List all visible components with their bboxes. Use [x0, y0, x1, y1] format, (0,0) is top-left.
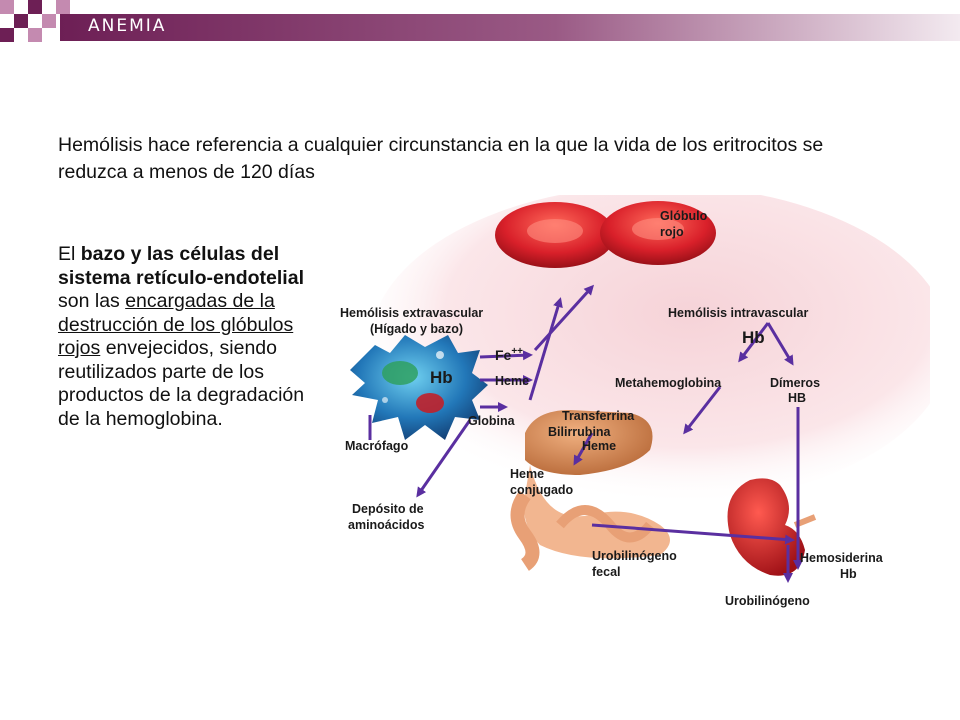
- arrow: [766, 322, 794, 366]
- label-transferrina: Transferrina: [562, 409, 635, 423]
- label-fe-text: Fe: [495, 347, 512, 363]
- label-higado-bazo: (Hígado y bazo): [370, 322, 463, 336]
- label-heme-conjugado: conjugado: [510, 483, 574, 497]
- macrophage-icon: [350, 335, 488, 440]
- red-blood-cell-icon: [495, 201, 716, 268]
- arrow: [479, 350, 533, 361]
- label-hemosiderina: Hemosiderina: [800, 551, 884, 565]
- label-globulo-rojo: Glóbulo: [660, 209, 708, 223]
- label-hemolisis-intravascular: Hemólisis intravascular: [668, 306, 808, 320]
- label-globina: Globina: [468, 414, 516, 428]
- body-paragraph: El bazo y las células del sistema retícu…: [58, 243, 318, 431]
- label-globulo-rojo: rojo: [660, 225, 684, 239]
- arrow: [528, 297, 563, 401]
- label-fe: Fe++: [495, 346, 523, 363]
- label-heme-conjugado: Heme: [510, 467, 544, 481]
- liver-intestine-icon: [510, 410, 670, 571]
- header-dash: [46, 6, 54, 9]
- slide-title: ANEMIA: [88, 16, 167, 36]
- header-square: [28, 0, 42, 14]
- body-text-part: son las: [58, 290, 126, 312]
- header-bar: ANEMIA: [0, 0, 960, 44]
- arrow: [416, 419, 472, 498]
- label-heme-2: Heme: [582, 439, 616, 453]
- body-text-part: envejecidos, siendo reutilizados parte d…: [58, 337, 305, 430]
- label-dimeros: Dímeros: [770, 376, 820, 390]
- label-macrofago: Macrófago: [345, 439, 409, 453]
- arrow: [738, 322, 770, 363]
- label-deposito: Depósito de: [352, 502, 424, 516]
- label-hb-macrofago: Hb: [430, 368, 453, 387]
- label-heme: Heme: [495, 374, 529, 388]
- header-decoration: [0, 0, 960, 42]
- arrow: [591, 523, 795, 545]
- label-hemolisis-extravascular: Hemólisis extravascular: [340, 306, 483, 320]
- hemolysis-diagram: Glóbulo rojo Hemólisis extravascular (Hí…: [340, 195, 930, 608]
- background-blob: [370, 195, 930, 505]
- header-square: [28, 28, 42, 42]
- header-square: [0, 0, 14, 14]
- label-aminoacidos: aminoácidos: [348, 518, 424, 532]
- arrow: [533, 284, 595, 352]
- label-dimeros-hb: HB: [788, 391, 806, 405]
- label-urobilinogeno-fecal: Urobilinógeno: [592, 549, 677, 563]
- header-square: [42, 14, 56, 28]
- intro-text: Hemólisis hace referencia a cualquier ci…: [58, 134, 824, 183]
- arrow: [683, 386, 722, 435]
- header-square: [56, 0, 70, 14]
- header-square: [0, 28, 14, 42]
- label-urobilinogeno: Urobilinógeno: [725, 594, 810, 608]
- label-hemosiderina-hb: Hb: [840, 567, 857, 581]
- label-fe-sup: ++: [511, 346, 523, 357]
- header-square: [14, 14, 28, 28]
- label-metahemoglobina: Metahemoglobina: [615, 376, 722, 390]
- body-bold-text: bazo y las células del sistema retículo-…: [58, 243, 304, 289]
- arrow: [573, 432, 594, 466]
- label-urobilinogeno-fecal: fecal: [592, 565, 621, 579]
- label-hb-intravascular: Hb: [742, 328, 765, 347]
- label-bilirrubina: Bilirrubina: [548, 425, 612, 439]
- body-text-part: El: [58, 243, 81, 265]
- body-underlined-text: encargadas de la destrucción de los glób…: [58, 290, 294, 359]
